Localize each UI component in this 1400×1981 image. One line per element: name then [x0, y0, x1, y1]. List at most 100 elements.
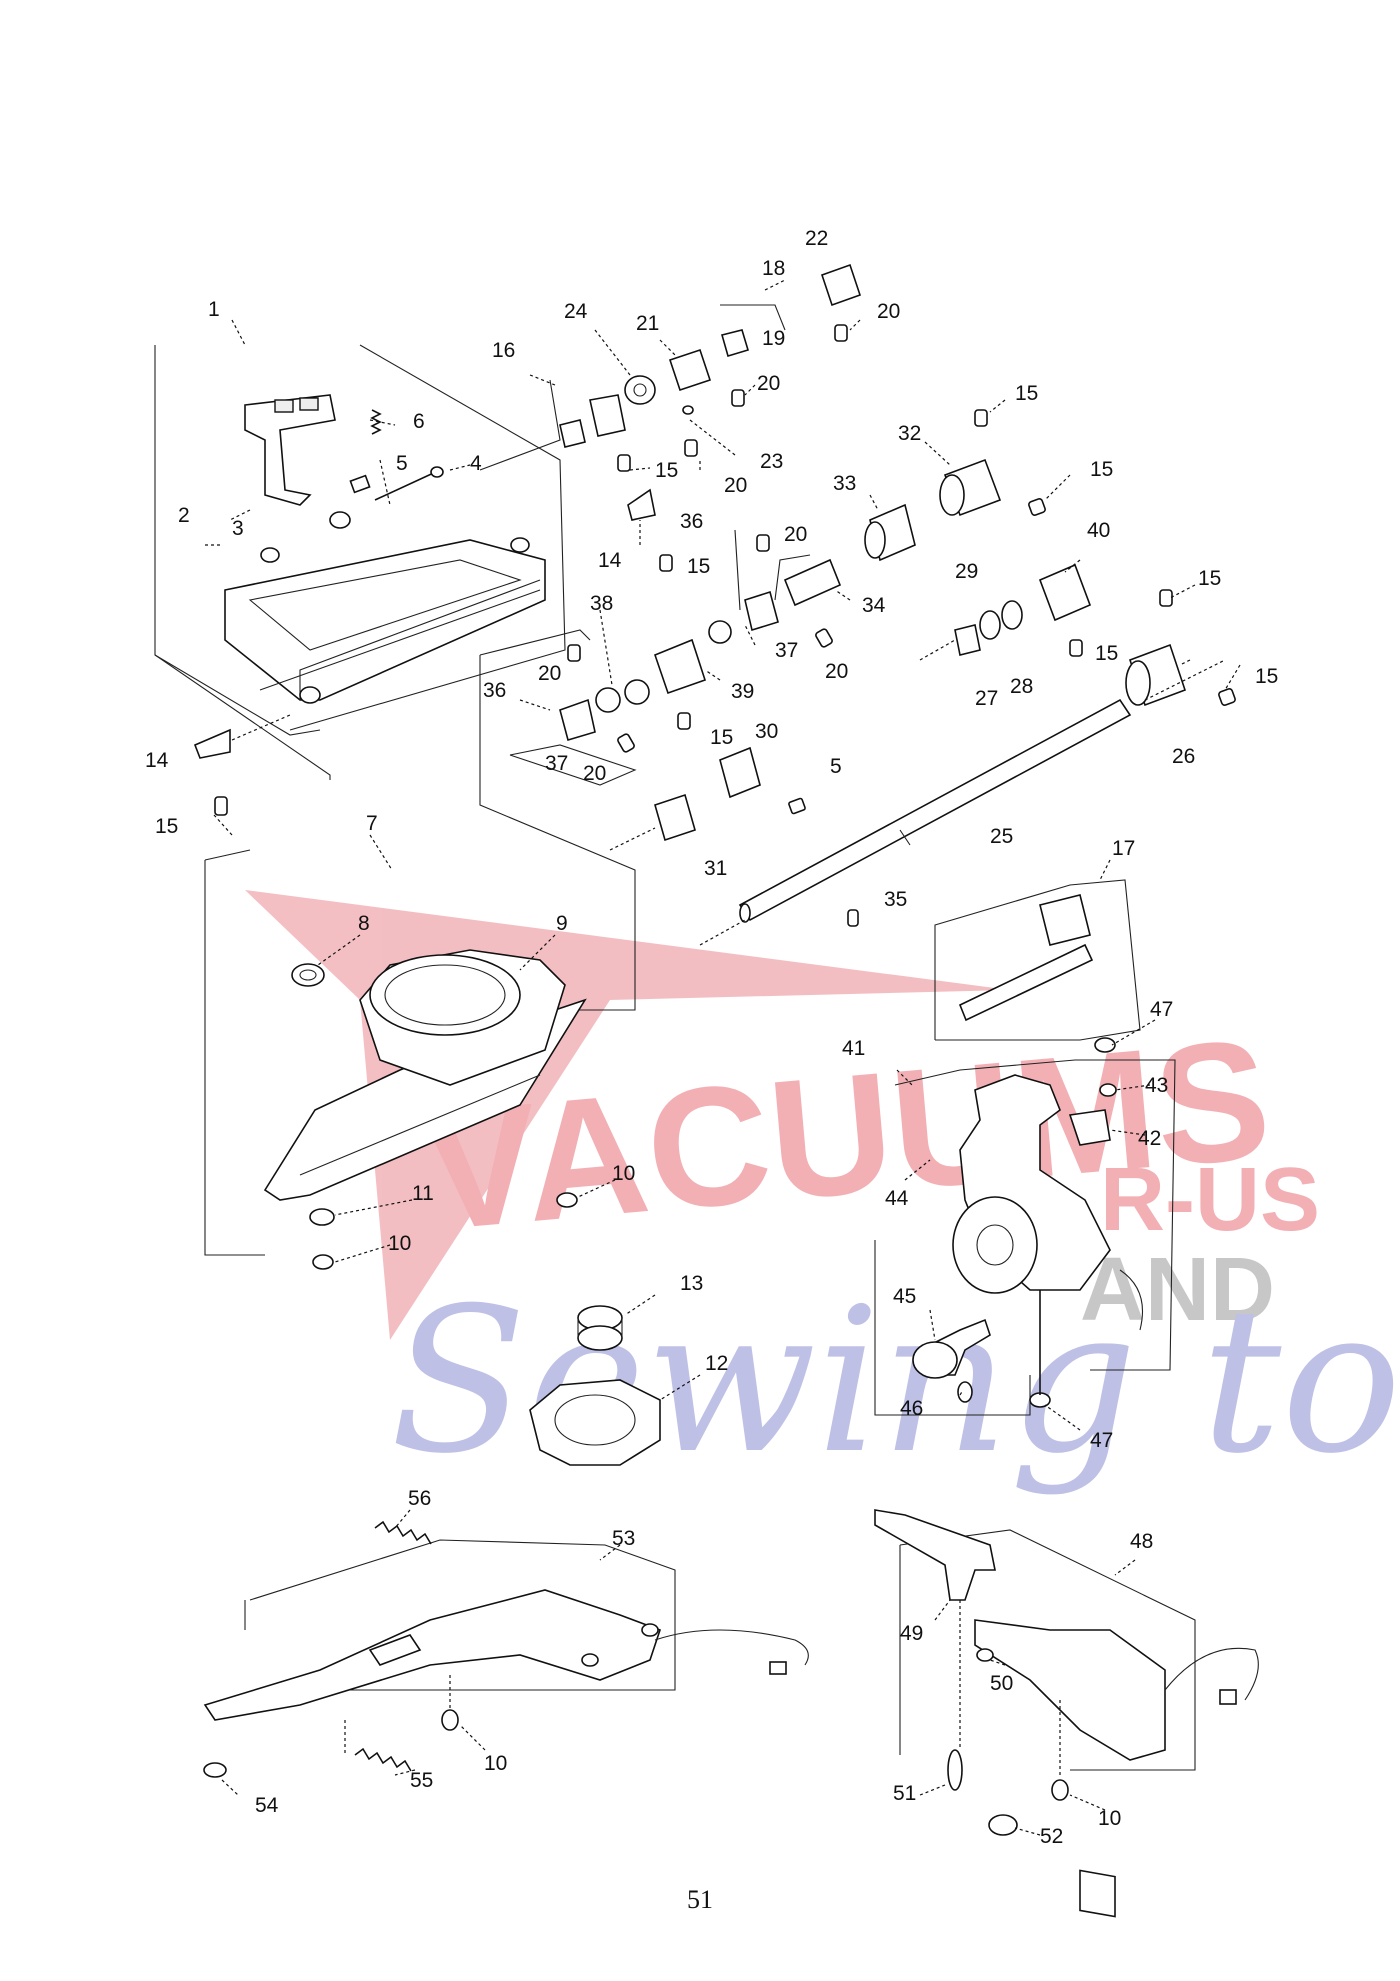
label-20: 20 [583, 762, 606, 785]
group-1-frame [154, 319, 656, 836]
cylinder-part-40 [1038, 563, 1092, 622]
sensor-part-42 [1068, 1109, 1111, 1146]
label-41: 41 [842, 1037, 865, 1060]
bracket-part-3 [244, 394, 336, 506]
cylinder-part-22 [820, 263, 862, 307]
collar-part-30 [719, 746, 761, 799]
group-48-solenoid-assembly [874, 1509, 1259, 1918]
label-56: 56 [408, 1487, 431, 1510]
label-14: 14 [145, 749, 169, 772]
label-44: 44 [885, 1187, 909, 1210]
label-38: 38 [590, 592, 613, 615]
group-41-motor-assembly [874, 1019, 1176, 1431]
label-10: 10 [612, 1162, 635, 1185]
group-32-34-gears [783, 399, 1071, 607]
label-49: 49 [900, 1622, 923, 1645]
label-36: 36 [680, 510, 703, 533]
arm-part-49 [874, 1509, 996, 1601]
group-7-bobbin-assembly [204, 834, 616, 1270]
washer-part-11 [309, 1208, 335, 1226]
watermark: VACUUMS R-US AND Sewing too [245, 890, 1400, 1498]
cone-part-14-upper [627, 488, 656, 521]
label-6: 6 [413, 410, 425, 433]
label-54: 54 [255, 1794, 279, 1817]
label-20: 20 [757, 372, 780, 395]
label-20: 20 [784, 523, 807, 546]
label-10: 10 [484, 1752, 507, 1775]
label-47: 47 [1150, 998, 1173, 1021]
cylinder-part-39 [653, 638, 707, 695]
label-37: 37 [775, 639, 798, 662]
label-20: 20 [538, 662, 561, 685]
label-11: 11 [412, 1182, 434, 1205]
label-15: 15 [1255, 665, 1278, 688]
page-number: 51 [687, 1885, 713, 1914]
label-15: 15 [155, 815, 178, 838]
label-30: 30 [755, 720, 778, 743]
collar-part-37-lower [559, 698, 596, 742]
cylinder-part-21 [668, 348, 712, 392]
label-32: 32 [898, 422, 921, 445]
spring-part-55 [354, 1747, 412, 1772]
label-23: 23 [760, 450, 783, 473]
label-10: 10 [388, 1232, 411, 1255]
label-5: 5 [396, 452, 408, 475]
label-45: 45 [893, 1285, 916, 1308]
label-19: 19 [762, 327, 785, 350]
label-15: 15 [687, 555, 710, 578]
carriage-frame [224, 539, 546, 701]
group-12-13-hook [529, 1294, 701, 1466]
group-26-29-40-parts [919, 559, 1241, 707]
label-28: 28 [1010, 675, 1033, 698]
label-7: 7 [366, 812, 378, 835]
label-5: 5 [830, 755, 842, 778]
collar-part-37 [744, 590, 779, 632]
label-18: 18 [762, 257, 785, 280]
label-21: 21 [636, 312, 659, 335]
spring-part-56 [374, 1520, 432, 1545]
label-15: 15 [1015, 382, 1038, 405]
label-37: 37 [545, 752, 568, 775]
group-36-39-parts [479, 529, 833, 1011]
label-24: 24 [564, 300, 588, 323]
label-10: 10 [1098, 1807, 1121, 1830]
label-27: 27 [975, 687, 998, 710]
washer-part-54 [203, 1762, 227, 1778]
label-20: 20 [825, 660, 848, 683]
label-51: 51 [893, 1782, 916, 1805]
shaft-part-34 [783, 558, 842, 607]
label-15: 15 [655, 459, 678, 482]
label-31: 31 [704, 857, 727, 880]
label-36: 36 [483, 679, 506, 702]
group-53-lever-assembly [203, 1509, 809, 1796]
label-48: 48 [1130, 1530, 1153, 1553]
group-25-shaft [609, 659, 1226, 946]
label-16: 16 [492, 339, 515, 362]
label-15: 15 [1095, 642, 1118, 665]
label-3: 3 [232, 517, 244, 540]
label-14: 14 [598, 549, 622, 572]
collar-part-31 [654, 793, 696, 842]
rod-part-17 [958, 943, 1094, 1022]
label-40: 40 [1087, 519, 1110, 542]
group-16-24-parts [479, 263, 862, 472]
label-22: 22 [805, 227, 828, 250]
group-17-assembly [934, 859, 1141, 1041]
label-15: 15 [1198, 567, 1221, 590]
label-42: 42 [1138, 1127, 1161, 1150]
label-46: 46 [900, 1397, 923, 1420]
label-35: 35 [884, 888, 907, 911]
label-33: 33 [833, 472, 856, 495]
solenoid-part-48 [974, 1619, 1166, 1761]
label-4: 4 [470, 452, 482, 475]
watermark-rus-text: R-US [1100, 1150, 1320, 1250]
label-17: 17 [1112, 837, 1135, 860]
label-12: 12 [705, 1352, 728, 1375]
label-39: 39 [731, 680, 754, 703]
label-9: 9 [556, 912, 568, 935]
label-43: 43 [1145, 1074, 1168, 1097]
watermark-and-text: AND [1080, 1240, 1275, 1340]
cap-part-52 [988, 1814, 1018, 1836]
label-20: 20 [724, 474, 747, 497]
